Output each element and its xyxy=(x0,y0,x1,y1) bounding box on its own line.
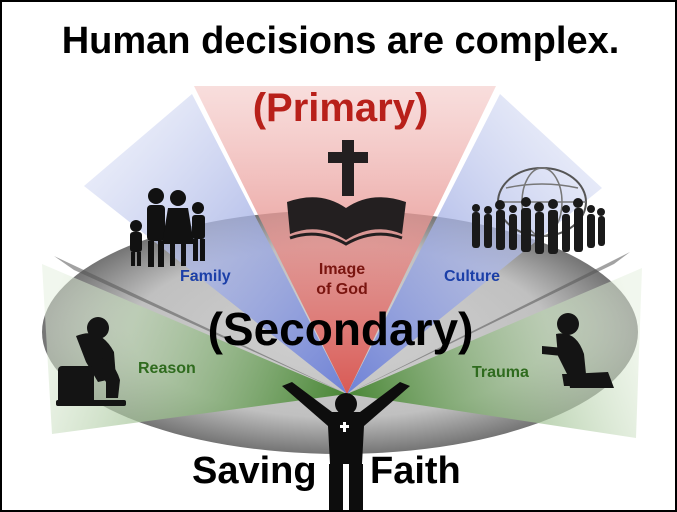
secondary-label: (Secondary) xyxy=(207,303,474,355)
raised-arms-person-icon xyxy=(282,382,410,510)
crowd-globe-icon xyxy=(472,167,605,254)
trauma-label: Trauma xyxy=(472,364,529,381)
family-silhouette-icon xyxy=(130,188,205,267)
image-of-god-line1: Image xyxy=(318,261,366,278)
wedge-family xyxy=(84,94,347,394)
wedge-trauma xyxy=(347,268,642,438)
image-of-god-line2: of God xyxy=(316,281,368,298)
culture-label: Culture xyxy=(444,268,500,285)
thinker-silhouette-icon xyxy=(56,317,126,406)
reason-label: Reason xyxy=(138,360,196,377)
bible-cross-icon xyxy=(287,140,406,246)
page-title: Human decisions are complex. xyxy=(61,20,620,62)
faith-word: Faith xyxy=(370,450,461,492)
saving-word: Saving xyxy=(192,450,317,492)
image-of-god-label: Image of God xyxy=(302,260,382,300)
primary-label: (Primary) xyxy=(252,86,429,130)
family-label: Family xyxy=(180,268,231,285)
separator-right xyxy=(347,252,630,394)
kneeling-prayer-icon xyxy=(542,313,614,388)
wedge-image-of-god xyxy=(194,86,496,394)
separator-left xyxy=(54,256,347,394)
